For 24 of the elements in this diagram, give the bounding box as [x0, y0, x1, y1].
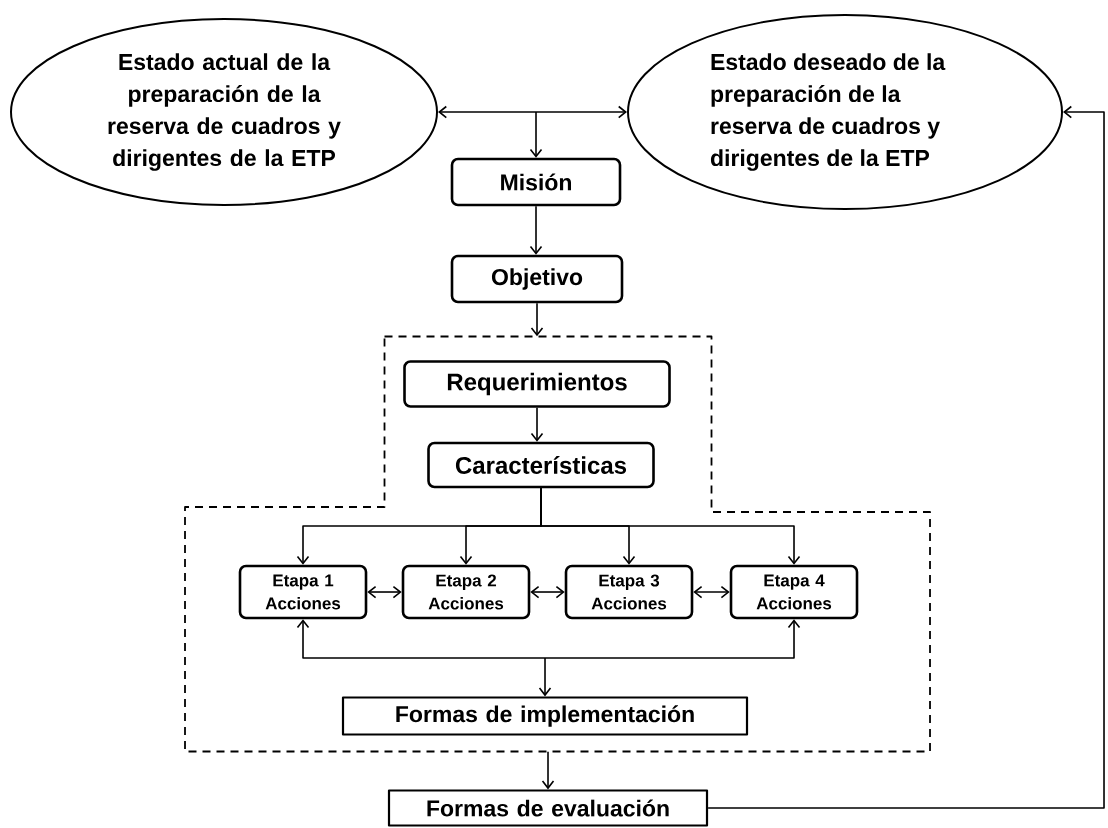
arrow — [296, 619, 801, 659]
arrow — [530, 585, 565, 599]
stage-box: Etapa 1 Acciones — [238, 564, 368, 620]
arrow — [693, 585, 730, 599]
arrow — [538, 657, 552, 697]
process-box: Formas de implementación — [341, 696, 749, 736]
dashed-frame — [184, 335, 931, 753]
arrow — [438, 105, 627, 119]
arrow — [367, 585, 402, 599]
arrow — [530, 302, 544, 337]
arrow — [529, 111, 543, 158]
arrow — [540, 487, 801, 565]
process-box: Objetivo — [450, 254, 624, 304]
arrow — [707, 105, 1105, 809]
arrow — [530, 407, 544, 442]
arrow — [529, 205, 543, 255]
stage-box: Etapa 4 Acciones — [729, 564, 859, 620]
stage-box: Etapa 3 Acciones — [564, 564, 694, 620]
arrow — [541, 750, 555, 790]
process-box: Misión — [450, 157, 622, 207]
process-box: Formas de evaluación — [387, 789, 709, 827]
stage-box: Etapa 2 Acciones — [401, 564, 531, 620]
process-box: Requerimientos — [403, 360, 671, 408]
process-box: Características — [427, 441, 655, 489]
